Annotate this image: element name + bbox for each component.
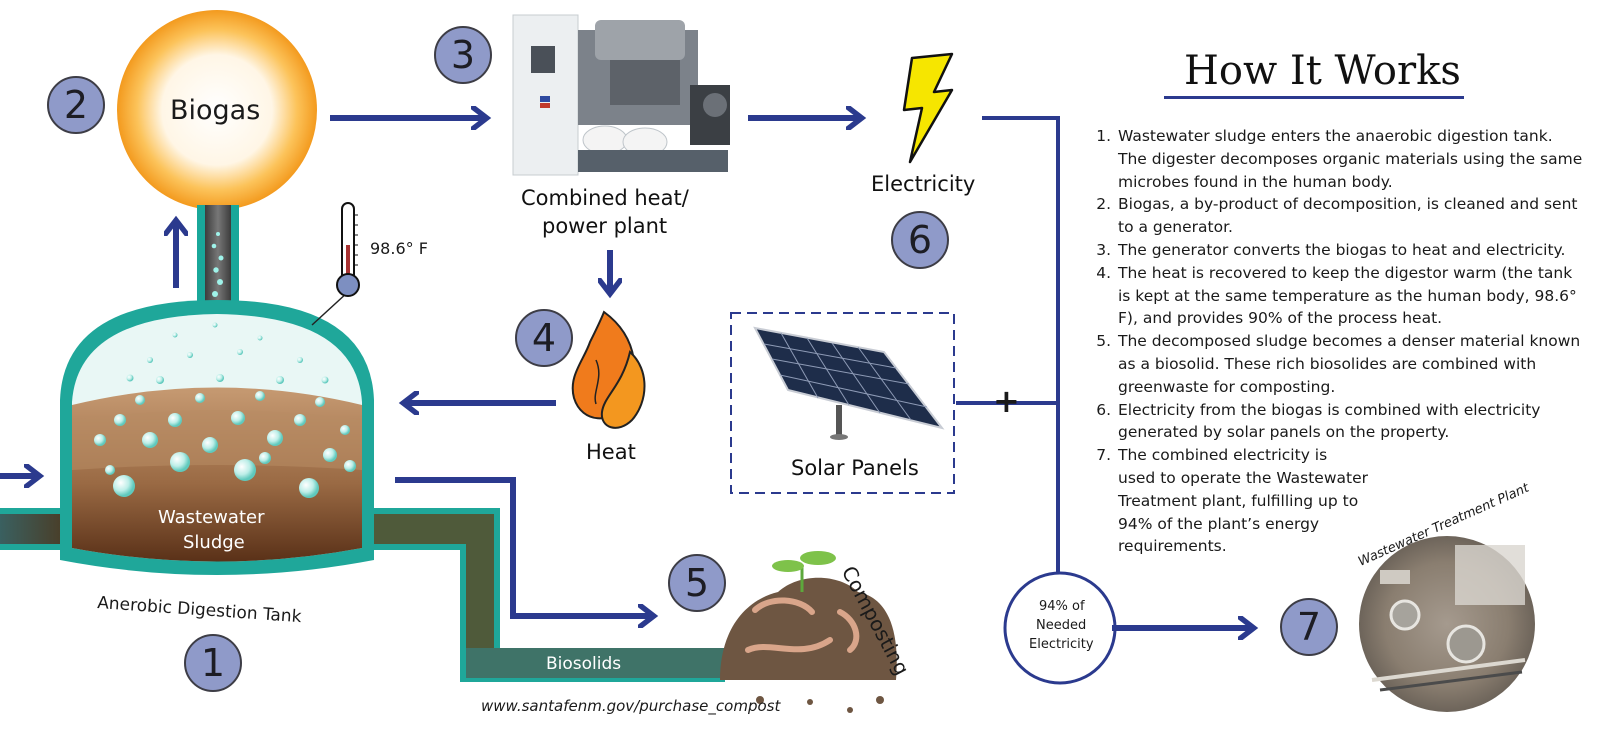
- step-badge-7: 7: [1280, 598, 1338, 656]
- step-text-6: Electricity from the biogas is combined …: [1118, 400, 1541, 442]
- step-badge-2: 2: [47, 76, 105, 134]
- biogas-label: Biogas: [170, 95, 261, 126]
- step-text-1: Wastewater sludge enters the anaerobic d…: [1118, 127, 1583, 191]
- step-item-3: The generator converts the biogas to hea…: [1116, 239, 1586, 262]
- step-item-1: Wastewater sludge enters the anaerobic d…: [1116, 125, 1586, 193]
- heat-label: Heat: [586, 440, 636, 464]
- plus-sign: +: [993, 382, 1020, 420]
- biogas-sphere: [117, 10, 317, 210]
- needed-line2: Needed: [1036, 618, 1087, 633]
- step-item-2: Biogas, a by-product of decomposition, i…: [1116, 193, 1586, 239]
- digestion-tank: [60, 300, 374, 575]
- step-item-6: Electricity from the biogas is combined …: [1116, 399, 1586, 445]
- title-underline: [1164, 96, 1464, 99]
- step-badge-4: 4: [515, 309, 573, 367]
- step-item-7: The combined electricity is used to oper…: [1116, 444, 1586, 558]
- chp-label-line2: power plant: [542, 214, 668, 238]
- electricity-lines: [956, 116, 1060, 573]
- flame-icon: [571, 310, 646, 429]
- step-text-2: Biogas, a by-product of decomposition, i…: [1118, 195, 1578, 237]
- sludge-pipes: [0, 508, 725, 682]
- steps-list: Wastewater sludge enters the anaerobic d…: [1086, 125, 1586, 558]
- thermometer-icon: [311, 202, 360, 326]
- step-text-3: The generator converts the biogas to hea…: [1118, 240, 1566, 259]
- step-badge-5: 5: [668, 554, 726, 612]
- flow-arrows: [0, 118, 1252, 628]
- step-text-7: The combined electricity is used to oper…: [1118, 446, 1369, 556]
- step-badge-3: 3: [434, 26, 492, 84]
- sludge-label-line1: Wastewater: [158, 507, 265, 528]
- generator-icon: [512, 14, 730, 176]
- sludge-label-line2: Sludge: [183, 532, 245, 553]
- step-text-5: The decomposed sludge becomes a denser m…: [1118, 332, 1581, 396]
- chp-label-line1: Combined heat/: [521, 186, 689, 210]
- step-badge-6: 6: [891, 211, 949, 269]
- needed-line1: 94% of: [1039, 599, 1085, 614]
- temperature-label: 98.6° F: [370, 239, 428, 258]
- step-text-4: The heat is recovered to keep the digest…: [1118, 263, 1577, 328]
- step-item-4: The heat is recovered to keep the digest…: [1116, 262, 1586, 330]
- step-badge-1: 1: [184, 634, 242, 692]
- aerial-photo-icon: [1359, 536, 1535, 712]
- compost-pile-icon: [720, 551, 897, 713]
- electricity-label: Electricity: [871, 172, 976, 196]
- tank-bubbles: [94, 322, 356, 498]
- gas-pipe: [197, 205, 239, 301]
- needed-line3: Electricity: [1029, 637, 1094, 652]
- solar-panel-box: [730, 312, 955, 494]
- how-it-works-title: How It Works: [1184, 48, 1461, 94]
- lightning-bolt-icon: [902, 52, 954, 164]
- step-item-5: The decomposed sludge becomes a denser m…: [1116, 330, 1586, 398]
- biosolids-label: Biosolids: [546, 654, 622, 674]
- solar-label: Solar Panels: [791, 456, 919, 480]
- compost-url: www.santafenm.gov/purchase_compost: [481, 697, 781, 715]
- solar-panel-icon: [753, 326, 945, 440]
